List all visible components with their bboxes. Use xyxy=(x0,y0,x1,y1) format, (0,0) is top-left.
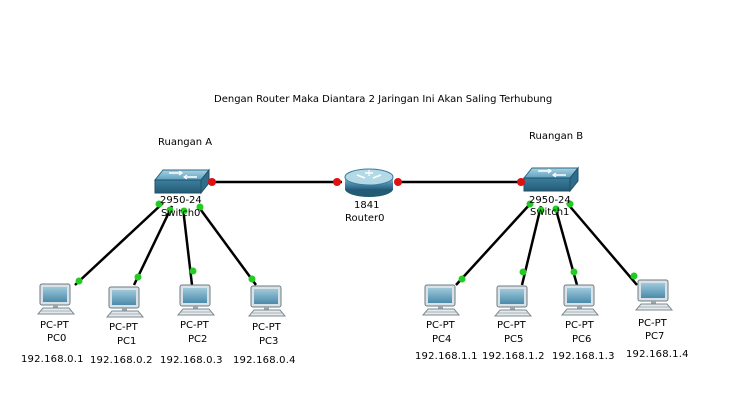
room-a-label: Ruangan A xyxy=(158,137,213,148)
link-light-down xyxy=(517,178,525,186)
pc5-type: PC-PT xyxy=(497,320,526,331)
switch0-model: 2950-24 xyxy=(160,195,202,206)
pc4-ip: 192.168.1.1 xyxy=(415,351,478,362)
link-light-up xyxy=(566,200,574,208)
link-light-up xyxy=(526,200,534,208)
link-light-down xyxy=(208,178,216,186)
cable-switch0-pc0[interactable] xyxy=(74,202,164,286)
pc2-ip: 192.168.0.3 xyxy=(160,355,223,366)
switch1-model: 2950-24 xyxy=(529,195,571,206)
cable-switch1-pc4[interactable] xyxy=(455,202,532,286)
link-light-up xyxy=(155,200,163,208)
pc0-type: PC-PT xyxy=(40,320,69,331)
pc5-icon[interactable] xyxy=(494,285,532,317)
pc0-ip: 192.168.0.1 xyxy=(21,354,84,365)
room-b-label: Ruangan B xyxy=(529,131,584,142)
pc6-type: PC-PT xyxy=(565,320,594,331)
pc7-name: PC7 xyxy=(645,331,665,342)
pc7-type: PC-PT xyxy=(638,318,667,329)
cable-switch0-pc1[interactable] xyxy=(132,205,174,286)
link-light-up xyxy=(537,206,545,214)
pc7-icon[interactable] xyxy=(635,279,673,311)
link-light-up xyxy=(180,207,188,215)
cable-switch1-pc7[interactable] xyxy=(566,202,638,286)
link-lights xyxy=(75,178,638,285)
router0-model: 1841 xyxy=(354,200,380,211)
link-light-up xyxy=(189,267,197,275)
pc2-name: PC2 xyxy=(188,334,208,345)
pc7-ip: 192.168.1.4 xyxy=(626,349,689,360)
cable-switch0-pc3[interactable] xyxy=(196,205,258,286)
pc3-name: PC3 xyxy=(259,336,279,347)
switch1-name: Switch1 xyxy=(530,207,570,218)
pc0-icon[interactable] xyxy=(37,283,75,315)
cables xyxy=(74,180,638,286)
link-light-up xyxy=(630,272,638,280)
link-light-up xyxy=(570,268,578,276)
pc3-ip: 192.168.0.4 xyxy=(233,355,296,366)
pc5-ip: 192.168.1.2 xyxy=(482,351,545,362)
switch0-name: Switch0 xyxy=(161,208,201,219)
pc1-ip: 192.168.0.2 xyxy=(90,355,153,366)
link-light-up xyxy=(166,206,174,214)
switch0-icon[interactable] xyxy=(153,168,211,195)
pc3-icon[interactable] xyxy=(248,285,286,317)
link-light-up xyxy=(248,275,256,283)
link-light-down xyxy=(394,178,402,186)
pc6-icon[interactable] xyxy=(561,284,599,316)
pc0-name: PC0 xyxy=(47,333,67,344)
pc4-type: PC-PT xyxy=(426,320,455,331)
router0-icon[interactable] xyxy=(344,168,394,197)
topology-note: Dengan Router Maka Diantara 2 Jaringan I… xyxy=(214,94,553,105)
pc1-icon[interactable] xyxy=(106,286,144,318)
pc5-name: PC5 xyxy=(504,334,524,345)
switch1-icon[interactable] xyxy=(522,166,580,193)
pc3-type: PC-PT xyxy=(252,322,281,333)
pc6-name: PC6 xyxy=(572,334,592,345)
pc2-icon[interactable] xyxy=(177,284,215,316)
pc2-type: PC-PT xyxy=(180,320,209,331)
pc4-icon[interactable] xyxy=(422,284,460,316)
pc1-type: PC-PT xyxy=(109,322,138,333)
link-light-up xyxy=(552,205,560,213)
link-light-up xyxy=(134,273,142,281)
pc1-name: PC1 xyxy=(117,336,137,347)
pc4-name: PC4 xyxy=(432,334,452,345)
router0-name: Router0 xyxy=(345,213,385,224)
link-light-down xyxy=(333,178,341,186)
link-light-up xyxy=(196,203,204,211)
link-light-up xyxy=(458,275,466,283)
pc6-ip: 192.168.1.3 xyxy=(552,351,615,362)
link-light-up xyxy=(519,268,527,276)
link-light-up xyxy=(75,277,83,285)
